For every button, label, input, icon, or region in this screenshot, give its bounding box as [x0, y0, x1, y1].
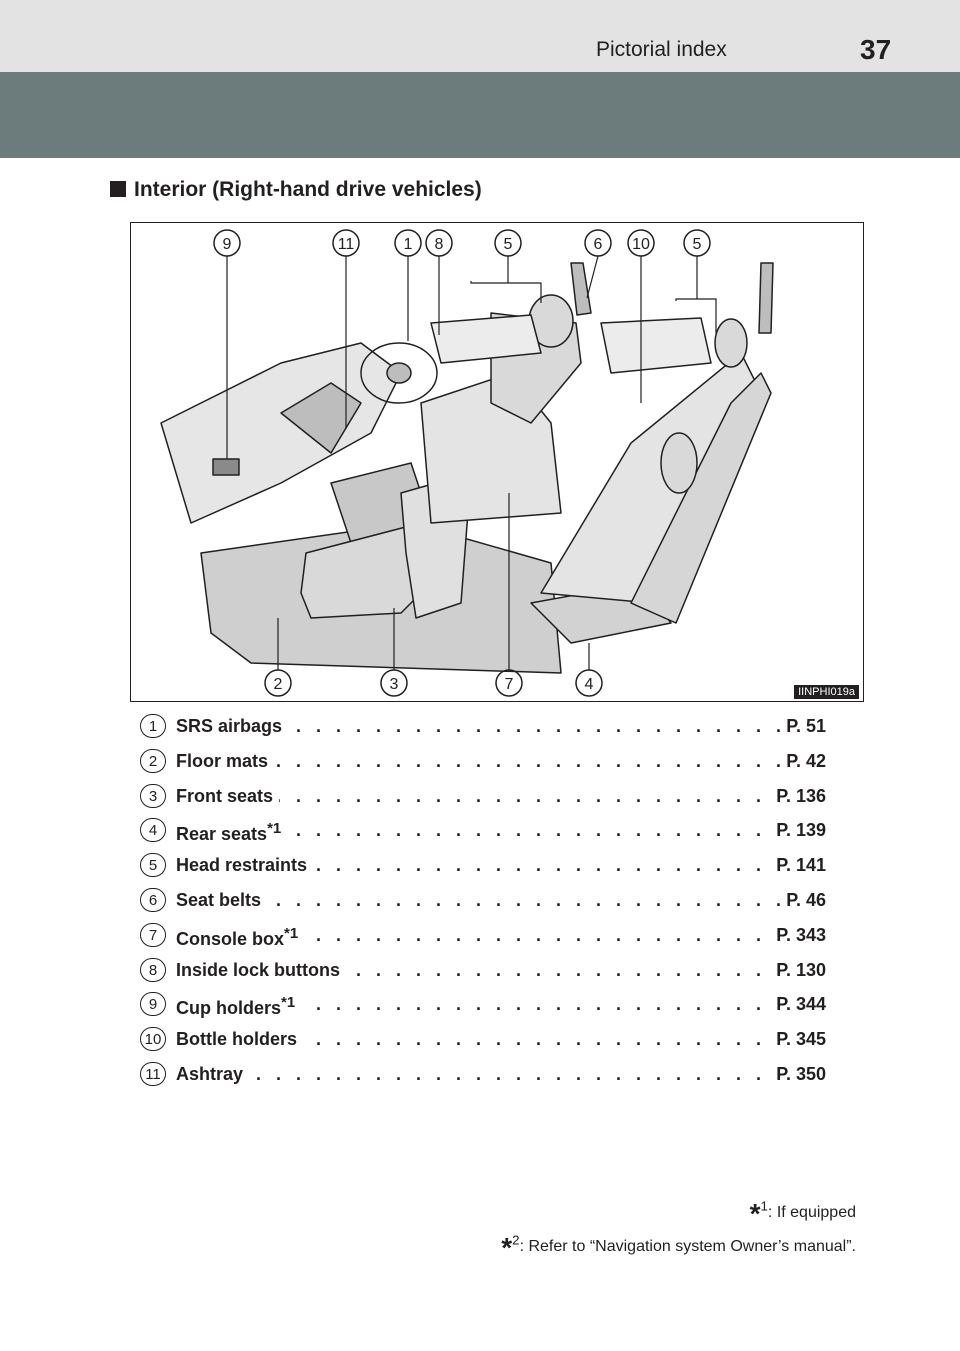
callout-11: 11 [338, 236, 355, 253]
list-item[interactable]: 8 . . . . . . . . . . . . . . . . . . . … [140, 956, 840, 991]
item-label: Front seats [176, 785, 274, 806]
leader-dots: . . . . . . . . . . . . . . . . . . . . … [176, 889, 826, 910]
callout-5b: 5 [693, 236, 702, 253]
item-label: Cup holders [176, 998, 282, 1019]
item-page-ref[interactable]: P. 51 [780, 716, 826, 737]
item-label-wrap: Bottle holders [176, 1029, 304, 1051]
leader-dots: . . . . . . . . . . . . . . . . . . . . … [176, 994, 826, 1015]
header-band [0, 72, 960, 158]
item-page-ref[interactable]: P. 344 [770, 994, 826, 1016]
callout-4: 4 [585, 676, 594, 693]
item-page-ref[interactable]: P. 46 [780, 889, 826, 911]
footnote-number: 2 [512, 1232, 520, 1248]
leader-dots: . . . . . . . . . . . . . . . . . . . . … [176, 750, 826, 771]
item-number: 11 [140, 1061, 166, 1086]
item-label: Inside lock buttons [176, 959, 341, 980]
item-page-ref[interactable]: P. 345 [770, 1029, 826, 1051]
item-label-wrap: Cup holders*1 [176, 994, 302, 1020]
list-item[interactable]: 1 . . . . . . . . . . . . . . . . . . . … [140, 712, 840, 747]
leader-dots: . . . . . . . . . . . . . . . . . . . . … [176, 924, 826, 945]
footnote-number: 1 [760, 1198, 768, 1214]
section-title: Pictorial index [596, 38, 727, 61]
list-item[interactable]: 2 . . . . . . . . . . . . . . . . . . . … [140, 747, 840, 782]
item-label-wrap: Inside lock buttons [176, 959, 347, 981]
callout-2: 2 [274, 676, 283, 693]
item-number: 1 [140, 714, 166, 738]
list-item[interactable]: 4 . . . . . . . . . . . . . . . . . . . … [140, 816, 840, 851]
item-label-wrap: Head restraints [176, 855, 314, 877]
list-item[interactable]: 7 . . . . . . . . . . . . . . . . . . . … [140, 921, 840, 956]
leader-dots: . . . . . . . . . . . . . . . . . . . . … [176, 1029, 826, 1050]
item-number: 9 [140, 992, 166, 1017]
item-label: Floor mats [176, 750, 269, 771]
footnote-text: : If equipped [767, 1204, 856, 1221]
item-label-wrap: Front seats [176, 785, 280, 807]
item-label-wrap: SRS airbags [176, 716, 289, 737]
item-label: Seat belts [176, 889, 262, 910]
item-label-wrap: Seat belts [176, 889, 268, 911]
callout-8: 8 [435, 236, 444, 253]
heading-text: Interior (Right-hand drive vehicles) [134, 178, 482, 201]
callout-3: 3 [390, 676, 399, 693]
header-bar: Pictorial index 37 [0, 0, 960, 72]
list-item[interactable]: 6 . . . . . . . . . . . . . . . . . . . … [140, 886, 840, 921]
item-label-wrap: Console box*1 [176, 924, 305, 950]
item-label-wrap: Rear seats*1 [176, 820, 288, 846]
list-item[interactable]: 9 . . . . . . . . . . . . . . . . . . . … [140, 990, 840, 1025]
leader-dots: . . . . . . . . . . . . . . . . . . . . … [176, 855, 826, 876]
interior-drawing: 9 11 1 8 5 6 10 5 2 3 7 4 [160, 229, 774, 697]
list-item[interactable]: 3 . . . . . . . . . . . . . . . . . . . … [140, 782, 840, 817]
item-page-ref[interactable]: P. 136 [770, 785, 826, 807]
list-item[interactable]: 5 . . . . . . . . . . . . . . . . . . . … [140, 851, 840, 886]
item-number: 5 [140, 853, 166, 878]
leader-dots: . . . . . . . . . . . . . . . . . . . . … [176, 1063, 826, 1084]
item-number: 3 [140, 783, 166, 808]
item-label: Bottle holders [176, 1029, 298, 1050]
leader-dots: . . . . . . . . . . . . . . . . . . . . … [176, 785, 826, 806]
item-label: Ashtray [176, 1063, 244, 1084]
page-heading: Interior (Right-hand drive vehicles) [110, 178, 482, 202]
footnote-asterisk: * [749, 1198, 761, 1229]
leader-dots: . . . . . . . . . . . . . . . . . . . . … [176, 820, 826, 841]
index-list: 1 . . . . . . . . . . . . . . . . . . . … [140, 712, 840, 1095]
item-page-ref[interactable]: P. 141 [770, 855, 826, 877]
footnote-2: *2: Refer to “Navigation system Owner’s … [501, 1232, 856, 1264]
item-label: Console box [176, 928, 285, 949]
item-footnote-mark: *1 [281, 994, 296, 1012]
page-number: 37 [860, 34, 892, 65]
callout-7: 7 [505, 676, 514, 693]
figure-id: IINPHI019a [794, 685, 859, 699]
callout-9: 9 [223, 236, 232, 253]
item-label: SRS airbags [176, 716, 283, 736]
item-number: 4 [140, 818, 166, 843]
callout-5a: 5 [504, 236, 513, 253]
item-label: Rear seats [176, 824, 268, 845]
item-label: Head restraints [176, 855, 308, 876]
item-number: 2 [140, 748, 166, 773]
item-page-ref[interactable]: P. 42 [780, 750, 826, 772]
list-item[interactable]: 10 . . . . . . . . . . . . . . . . . . .… [140, 1025, 840, 1060]
item-label-wrap: Floor mats [176, 750, 275, 772]
list-item[interactable]: 11 . . . . . . . . . . . . . . . . . . .… [140, 1060, 840, 1095]
item-page-ref[interactable]: P. 350 [770, 1063, 826, 1085]
item-footnote-mark: *1 [284, 924, 299, 942]
item-page-ref[interactable]: P. 130 [770, 959, 826, 981]
leader-dots: . . . . . . . . . . . . . . . . . . . . … [176, 716, 826, 736]
footnote-1: *1: If equipped [750, 1198, 856, 1230]
callout-10: 10 [632, 236, 650, 253]
item-number: 6 [140, 887, 166, 912]
item-page-ref[interactable]: P. 343 [770, 924, 826, 946]
callout-1: 1 [404, 236, 413, 253]
item-label-wrap: Ashtray [176, 1063, 250, 1085]
callout-6: 6 [594, 236, 603, 253]
interior-illustration: 9 11 1 8 5 6 10 5 2 3 7 4 IINPHI019a [130, 222, 864, 702]
item-footnote-mark: *1 [267, 820, 282, 838]
item-number: 7 [140, 922, 166, 947]
heading-square-icon [110, 181, 126, 197]
item-number: 10 [140, 1027, 166, 1052]
item-number: 8 [140, 957, 166, 982]
footnote-asterisk: * [501, 1232, 513, 1263]
item-page-ref[interactable]: P. 139 [770, 820, 826, 842]
footnote-text: : Refer to “Navigation system Owner’s ma… [519, 1238, 856, 1255]
